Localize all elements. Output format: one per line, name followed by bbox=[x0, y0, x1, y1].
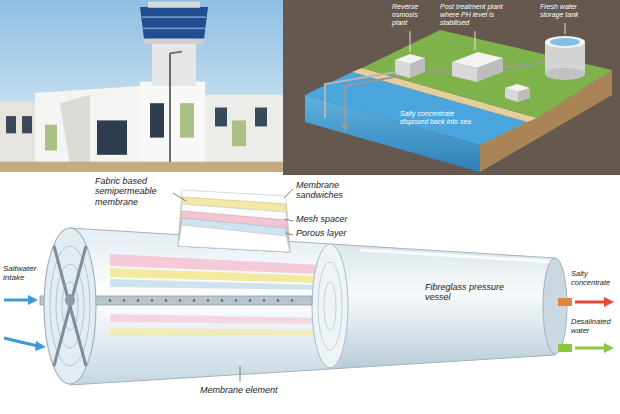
part-label: Salty concentrate disposed back into sea bbox=[400, 110, 480, 126]
part-label: Reverse osmosis plant bbox=[392, 3, 434, 27]
plant-scheme bbox=[283, 0, 620, 175]
part-label: Porous layer bbox=[296, 228, 366, 238]
part-label: Desalinated water bbox=[571, 318, 618, 335]
part-label: Fibreglass pressure vessel bbox=[425, 282, 515, 303]
part-label: Mesh spacer bbox=[296, 214, 366, 224]
part-label: Membrane element bbox=[200, 385, 300, 395]
building-photo bbox=[0, 0, 283, 172]
membrane-cutaway bbox=[4, 189, 614, 385]
part-label: Membrane sandwiches bbox=[296, 180, 376, 201]
part-label: Fresh water storage tank bbox=[540, 3, 602, 19]
part-label: Fabric based semipermeable membrane bbox=[95, 176, 175, 207]
part-label: Post treatment plant where PH level is s… bbox=[440, 3, 522, 27]
part-label: Saltwater intake bbox=[3, 264, 45, 282]
part-label: Salty concentrate bbox=[571, 270, 618, 287]
